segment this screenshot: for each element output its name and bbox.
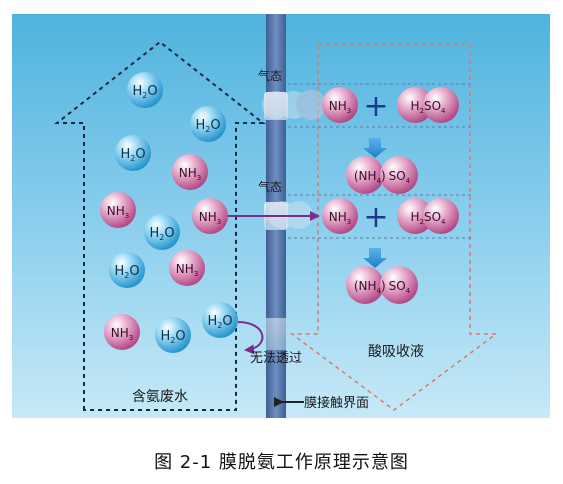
sulfuric-acid-molecule-1: H2SO4 [397, 87, 459, 123]
gas-state-label-1: 气态 [258, 68, 282, 83]
svg-text:H2O: H2O [160, 329, 185, 345]
ammonium-sulfate-molecule-1: (NH4)SO4 [346, 156, 418, 194]
svg-text:H2O: H2O [149, 226, 174, 242]
acid-absorbent-label: 酸吸收液 [368, 344, 424, 360]
ammonia-molecule: NH3 [172, 154, 208, 190]
water-molecule: H2O [127, 72, 163, 108]
water-molecule-blocked: H2O [202, 302, 238, 338]
blocked-water-arrow [237, 321, 264, 355]
ammonia-molecule-crossing: NH3 [192, 198, 228, 234]
figure-caption: 图 2-1 膜脱氨工作原理示意图 [154, 452, 409, 473]
reaction-arrow-1 [363, 138, 387, 158]
svg-text:(NH4)SO4: (NH4)SO4 [354, 279, 411, 295]
svg-text:H2SO4: H2SO4 [410, 210, 446, 226]
svg-text:NH3: NH3 [329, 99, 351, 115]
svg-text:NH3: NH3 [107, 204, 129, 220]
water-molecule: H2O [144, 214, 180, 250]
svg-text:H2O: H2O [132, 84, 157, 100]
svg-text:H2O: H2O [195, 118, 220, 134]
ammonium-sulfate-molecule-2: (NH4)SO4 [346, 266, 418, 304]
membrane-interface-label: 膜接触界面 [304, 395, 369, 411]
water-molecule: H2O [109, 252, 145, 288]
plus-sign-2: + [363, 200, 388, 235]
sulfuric-acid-molecule-2: H2SO4 [397, 198, 459, 234]
water-molecule: H2O [190, 106, 226, 142]
svg-text:NH3: NH3 [179, 166, 201, 182]
ammonia-molecule: NH3 [169, 250, 205, 286]
cannot-pass-label: 无法透过 [250, 351, 302, 366]
reaction-band-2 [282, 194, 472, 239]
svg-text:NH3: NH3 [111, 326, 133, 342]
ammonia-molecule-gas-1: NH3 [322, 87, 358, 123]
svg-text:H2O: H2O [114, 264, 139, 280]
ammonia-molecule: NH3 [100, 192, 136, 228]
acid-flow-arrow [289, 43, 499, 411]
svg-text:H2SO4: H2SO4 [410, 99, 446, 115]
reaction-band-1 [282, 83, 472, 128]
svg-text:NH3: NH3 [176, 262, 198, 278]
svg-text:H2O: H2O [207, 314, 232, 330]
water-molecule: H2O [155, 317, 191, 353]
wastewater-flow-arrow [54, 40, 266, 411]
svg-text:H2O: H2O [120, 147, 145, 163]
ammonia-molecule-gas-2: NH3 [322, 198, 358, 234]
svg-text:(NH4)SO4: (NH4)SO4 [354, 169, 411, 185]
plus-sign-1: + [363, 89, 388, 124]
water-molecule: H2O [115, 135, 151, 171]
membrane-pores [264, 92, 288, 350]
wastewater-label: 含氨废水 [132, 389, 188, 405]
gas-state-label-2: 气态 [258, 179, 282, 194]
ammonia-molecule: NH3 [104, 314, 140, 350]
ghost-ammonia-1 [262, 90, 326, 120]
reaction-arrow-2 [363, 248, 387, 268]
svg-text:NH3: NH3 [199, 210, 221, 226]
svg-text:NH3: NH3 [329, 210, 351, 226]
